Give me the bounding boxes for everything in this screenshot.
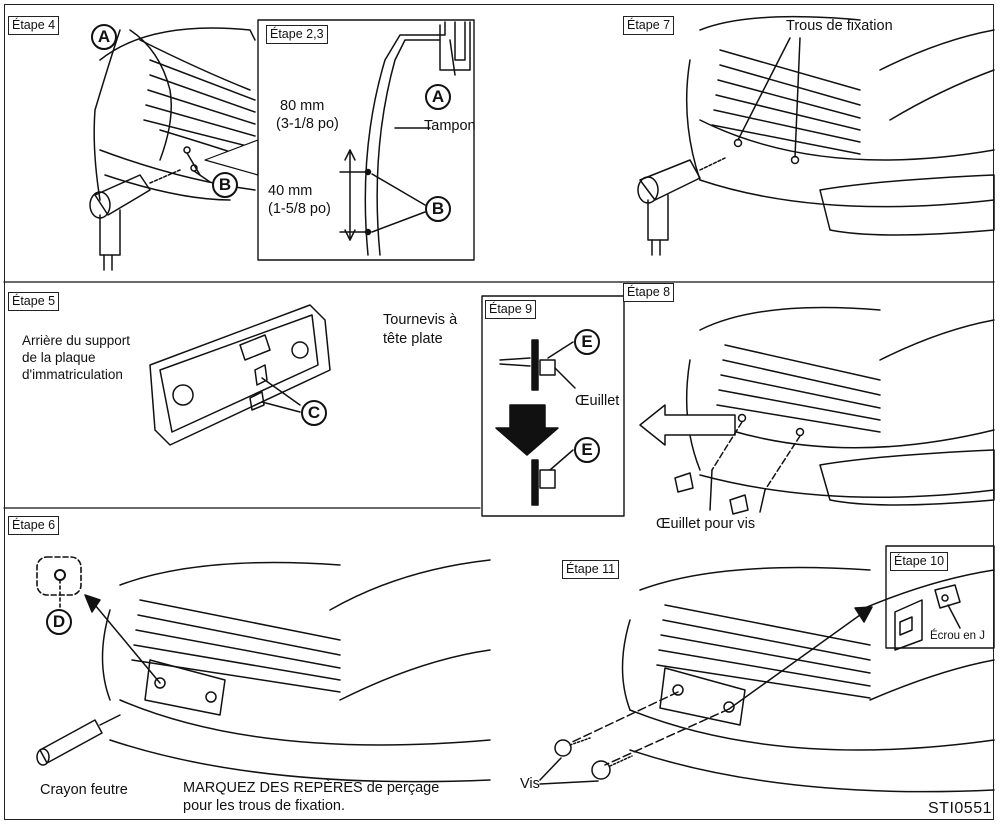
screwdriver-label-line1: Tournevis à [383,312,458,328]
step6-car [36,559,491,783]
screw-grommet-label: Œuillet pour vis [656,516,756,532]
figure-code: STI0551 [928,800,992,817]
tampon-label: Tampon [424,118,476,134]
step-11-label: Étape 11 [562,560,620,579]
step6-mark-preview [36,556,82,596]
step-9-label: Étape 9 [485,300,537,319]
step5-bracket [149,304,331,446]
mounting-holes-label: Trous de fixation [786,18,893,34]
step-4-label: Étape 4 [8,16,60,35]
step-7-label: Étape 7 [623,16,675,35]
step10-detail [894,584,961,651]
grommet-label: Œuillet [575,393,620,409]
step9-detail [495,339,576,506]
distance-40mm-inches: (1-5/8 po) [268,201,331,217]
zoom-wedge [204,139,259,176]
step-6-label: Étape 6 [8,516,60,535]
step9-inset-box [481,295,625,517]
step23-detail [339,21,471,256]
distance-80mm-inches: (3-1/8 po) [276,116,339,132]
step10-inset-box [885,545,995,649]
bracket-rear-label-line3: d'immatriculation [22,367,123,382]
figure-frame [4,4,994,820]
step-5-label: Étape 5 [8,292,60,311]
step-2-3-label: Étape 2,3 [266,25,328,44]
step-10-label: Étape 10 [890,552,949,571]
callout-e-bottom: E [574,437,600,463]
screws-label: Vis [520,776,540,792]
marker-pen-label: Crayon feutre [40,782,128,798]
callout-e-top: E [574,329,600,355]
callout-b-detail: B [425,196,451,222]
distance-40mm: 40 mm [268,183,313,199]
callout-a-step4: A [91,24,117,50]
step7-car [685,15,995,236]
callout-c: C [301,400,327,426]
step23-inset-box [257,19,475,261]
marking-instruction-line1: MARQUEZ DES REPÈRES de perçage [183,780,440,796]
screwdriver-label-line2: tête plate [383,331,443,347]
panel-dividers [3,281,995,509]
callout-b-step4: B [212,172,238,198]
step8-car [639,306,995,515]
bracket-rear-label-line1: Arrière du support [22,333,131,348]
marking-instruction-line2: pour les trous de fixation. [183,798,346,814]
j-nut-label: Écrou en J [930,630,985,642]
step4-drill [89,152,211,271]
step7-drill [637,157,726,256]
step-8-label: Étape 8 [623,283,675,302]
bracket-rear-label-line2: de la plaque [22,350,96,365]
distance-80mm: 80 mm [280,98,325,114]
callout-a-detail: A [425,84,451,110]
callout-d: D [46,609,72,635]
step11-car [539,566,995,793]
